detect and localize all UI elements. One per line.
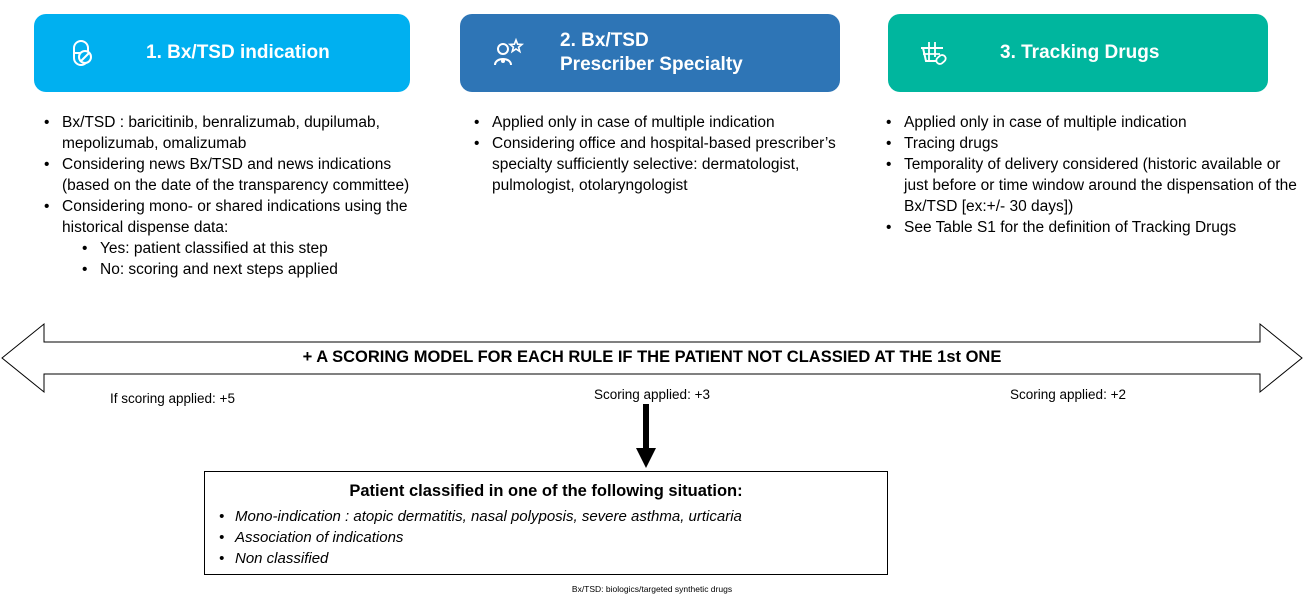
result-list: Mono-indication : atopic dermatitis, nas… xyxy=(219,506,879,569)
step1-bullet-list: Bx/TSD : baricitinib, benralizumab, dupi… xyxy=(42,112,422,280)
step1-title: 1. Bx/TSD indication xyxy=(146,42,330,63)
down-arrow-icon xyxy=(636,404,656,468)
score-label-step2: Scoring applied: +3 xyxy=(594,387,710,402)
list-item: Association of indications xyxy=(219,527,879,548)
step2-bullet-list: Applied only in case of multiple indicat… xyxy=(472,112,842,196)
doctor-star-icon xyxy=(494,37,524,66)
result-title: Patient classified in one of the followi… xyxy=(349,482,743,500)
step2-header: 2. Bx/TSD Prescriber Specialty xyxy=(460,14,840,92)
list-item: Considering mono- or shared indications … xyxy=(42,196,422,280)
list-item: Applied only in case of multiple indicat… xyxy=(472,112,842,133)
list-item: Non classified xyxy=(219,548,879,569)
step1-sub-list: Yes: patient classified at this step No:… xyxy=(62,238,422,280)
score-label-step3: Scoring applied: +2 xyxy=(1010,387,1126,402)
list-item: Temporality of delivery considered (hist… xyxy=(884,154,1304,217)
pill-icon xyxy=(73,40,92,66)
step3-header: 3. Tracking Drugs xyxy=(888,14,1268,92)
list-item: Applied only in case of multiple indicat… xyxy=(884,112,1304,133)
list-item-text: Considering mono- or shared indications … xyxy=(62,198,408,236)
classification-result-box: Patient classified in one of the followi… xyxy=(204,471,888,575)
score-label-step1: If scoring applied: +5 xyxy=(110,391,235,406)
list-item: Considering office and hospital-based pr… xyxy=(472,133,842,196)
footnote: Bx/TSD: biologics/targeted synthetic dru… xyxy=(571,584,733,594)
step3-title: 3. Tracking Drugs xyxy=(1000,42,1160,63)
prescription-basket-icon xyxy=(921,42,947,65)
sub-list-item: Yes: patient classified at this step xyxy=(42,238,422,259)
step3-bullet-list: Applied only in case of multiple indicat… xyxy=(884,112,1304,238)
list-item: Tracing drugs xyxy=(884,133,1304,154)
step1-header: 1. Bx/TSD indication xyxy=(34,14,410,92)
list-item: See Table S1 for the definition of Track… xyxy=(884,217,1304,238)
step2-title-line2: Prescriber Specialty xyxy=(560,54,743,75)
list-item: Mono-indication : atopic dermatitis, nas… xyxy=(219,506,879,527)
step2-title-line1: 2. Bx/TSD xyxy=(560,30,649,51)
scoring-double-arrow xyxy=(1,322,1303,394)
scoring-banner-text: + A SCORING MODEL FOR EACH RULE IF THE P… xyxy=(302,348,1002,366)
list-item: Bx/TSD : baricitinib, benralizumab, dupi… xyxy=(42,112,422,154)
list-item: Considering news Bx/TSD and news indicat… xyxy=(42,154,422,196)
sub-list-item: No: scoring and next steps applied xyxy=(42,259,422,280)
